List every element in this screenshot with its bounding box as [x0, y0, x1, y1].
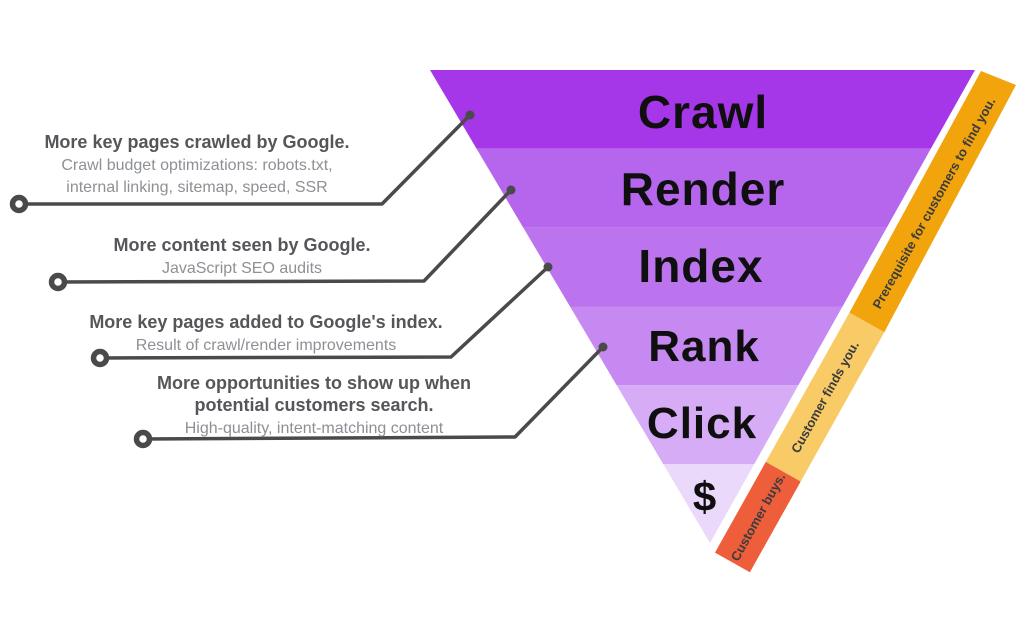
- banner-segment-prerequisite: [849, 71, 1016, 333]
- annotation-render-heading: More content seen by Google.: [113, 235, 371, 255]
- callout-dot-crawl: [465, 110, 475, 120]
- callout-lines: [19, 113, 605, 441]
- annotation-index-heading: More key pages added to Google's index.: [89, 312, 443, 332]
- funnel-bands: [430, 70, 975, 543]
- annotation-click: More opportunities to show up when poten…: [124, 372, 504, 440]
- callout-line-crawl: [19, 113, 472, 206]
- callout-ring-index: [90, 348, 110, 368]
- callout-ring-render: [48, 272, 68, 292]
- callout-line-index: [99, 265, 550, 360]
- callout-ring-click: [133, 429, 153, 449]
- callout-dot-render: [506, 185, 516, 195]
- funnel-band-crawl: [430, 70, 975, 149]
- callout-start-rings: [9, 194, 153, 449]
- funnel-band-click: [616, 385, 799, 465]
- annotation-click-heading: More opportunities to show up when poten…: [157, 373, 471, 415]
- callout-dot-index: [543, 262, 553, 272]
- annotation-crawl: More key pages crawled by Google. Crawl …: [17, 131, 377, 199]
- funnel-band-rank: [570, 306, 843, 386]
- annotation-render-detail: JavaScript SEO audits: [161, 260, 323, 277]
- funnel-band-render: [476, 148, 931, 228]
- funnel-band-index: [523, 227, 887, 307]
- funnel-label-render: Render: [620, 163, 786, 215]
- callout-line-render: [57, 188, 513, 284]
- annotation-render: More content seen by Google. JavaScript …: [62, 234, 422, 280]
- funnel-label-index: Index: [638, 240, 764, 292]
- annotation-index: More key pages added to Google's index. …: [76, 311, 456, 357]
- callout-line-click: [142, 345, 605, 441]
- funnel-label-rank: Rank: [648, 322, 760, 371]
- funnel-label-dollar: $: [692, 473, 718, 520]
- banner-segment-buys: [715, 461, 801, 573]
- annotation-crawl-detail: Crawl budget optimizations: robots.txt, …: [61, 157, 333, 196]
- annotation-index-detail: Result of crawl/render improvements: [135, 337, 397, 354]
- side-banner: [715, 71, 1016, 573]
- callout-dot-click: [598, 342, 608, 352]
- funnel-band-dollar: [663, 464, 755, 543]
- callout-end-dots: [465, 110, 608, 352]
- funnel-label-crawl: Crawl: [637, 86, 769, 138]
- annotation-crawl-heading: More key pages crawled by Google.: [44, 132, 350, 152]
- callout-ring-crawl: [9, 194, 29, 214]
- banner-segment-finds: [765, 312, 885, 482]
- funnel-label-click: Click: [646, 399, 758, 448]
- annotation-click-detail: High-quality, intent-matching content: [184, 420, 444, 437]
